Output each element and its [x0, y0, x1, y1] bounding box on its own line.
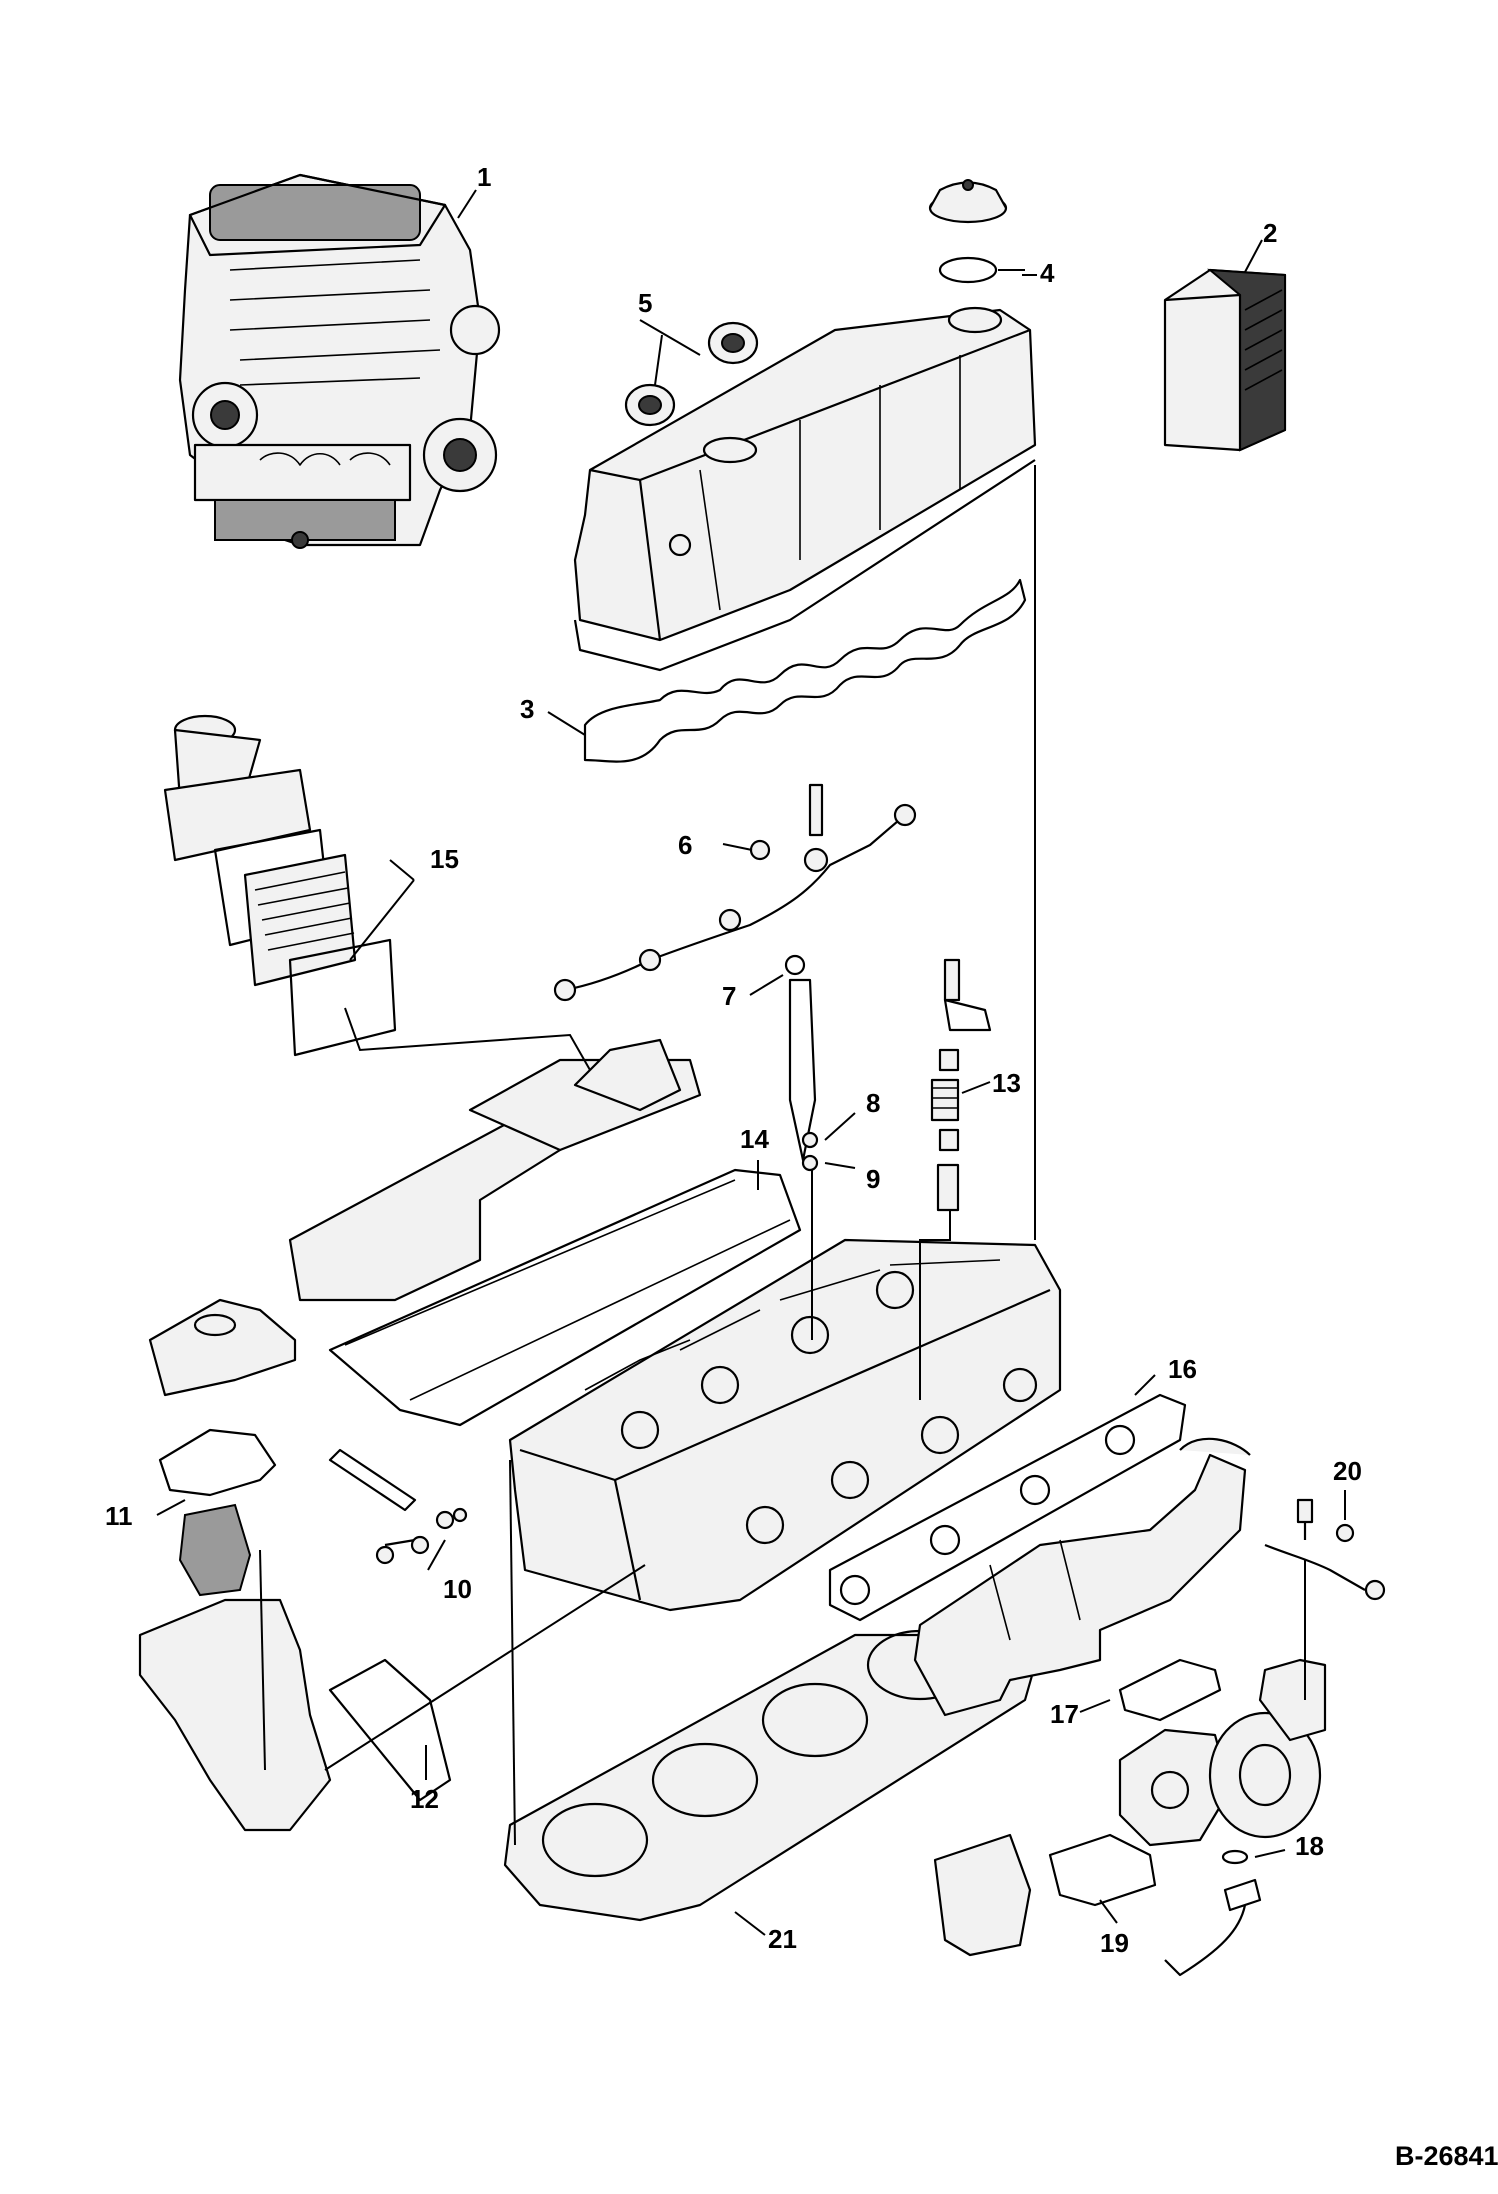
callout-2: 2 — [1263, 218, 1277, 248]
callout-20: 20 — [1333, 1456, 1362, 1486]
part-cylinder-head — [508, 1238, 1062, 1612]
callout-12: 12 — [410, 1784, 439, 1814]
part-valve-spring — [919, 958, 992, 1400]
callout-leaders — [156, 189, 1346, 1936]
callout-4: 4 — [1040, 258, 1055, 288]
part-engine-assembly — [178, 173, 501, 549]
callout-8: 8 — [866, 1088, 880, 1118]
part-oil-feed-line — [1264, 1498, 1386, 1601]
part-valve-cover-gasket — [583, 578, 1027, 763]
callout-5: 5 — [638, 288, 652, 318]
part-valve-cover — [573, 306, 1037, 672]
callout-3: 3 — [520, 694, 534, 724]
callout-16: 16 — [1168, 1354, 1197, 1384]
part-turbocharger — [1118, 1658, 1327, 1847]
callout-15: 15 — [430, 844, 459, 874]
part-thermostat-housing — [138, 1298, 452, 1832]
assembly-lines — [259, 465, 1306, 1846]
callout-13: 13 — [992, 1068, 1021, 1098]
part-head-gasket — [503, 1629, 1037, 1922]
part-seals — [624, 321, 759, 427]
callout-17: 17 — [1050, 1699, 1079, 1729]
part-exhaust-manifold — [913, 1437, 1251, 1717]
callout-11: 11 — [105, 1501, 133, 1531]
part-oil-return — [933, 1833, 1262, 1977]
callout-9: 9 — [866, 1164, 880, 1194]
part-breather-cap — [928, 179, 1008, 284]
part-turbo-gasket — [1118, 1658, 1222, 1722]
callout-1: 1 — [477, 162, 491, 192]
part-injector-set — [553, 783, 917, 1340]
callout-7: 7 — [722, 981, 736, 1011]
callout-19: 19 — [1100, 1928, 1129, 1958]
callout-labels: 1 2 3 4 5 6 7 8 9 10 11 12 13 14 15 16 1… — [105, 162, 1362, 1958]
callout-10: 10 — [443, 1574, 472, 1604]
part-intake-manifold — [288, 1038, 702, 1302]
callout-18: 18 — [1295, 1831, 1324, 1861]
callout-14: 14 — [740, 1124, 769, 1154]
callout-6: 6 — [678, 830, 692, 860]
part-intake-gasket — [328, 1168, 802, 1427]
figure-reference: B-26841 — [1395, 2141, 1498, 2171]
part-exhaust-gasket — [828, 1393, 1187, 1622]
part-box — [1163, 268, 1287, 452]
callout-21: 21 — [768, 1924, 797, 1954]
part-intake-elbow — [163, 714, 397, 1057]
part-bolts-10 — [328, 1448, 468, 1565]
